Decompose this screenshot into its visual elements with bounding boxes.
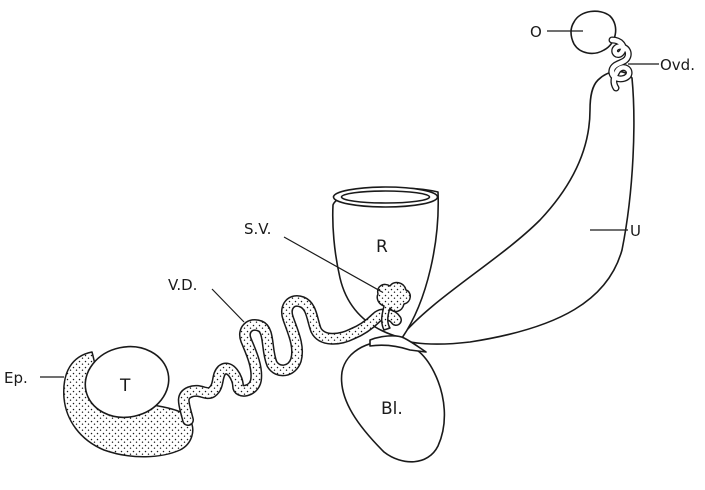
rectum-label: R (376, 237, 388, 257)
testis-label: T (119, 376, 131, 396)
bladder-label: Bl. (381, 399, 403, 419)
ovary-shape (571, 11, 616, 53)
epididymis-label: Ep. (4, 369, 28, 387)
vas-deferens-label: V.D. (168, 276, 197, 294)
vas-deferens-leader (212, 289, 244, 322)
rectum-opening (342, 191, 430, 203)
ovary-label: O (530, 23, 542, 41)
uterus-label: U (630, 222, 641, 240)
seminal-vesicle-label: S.V. (244, 220, 271, 238)
oviduct-label: Ovd. (660, 56, 695, 74)
